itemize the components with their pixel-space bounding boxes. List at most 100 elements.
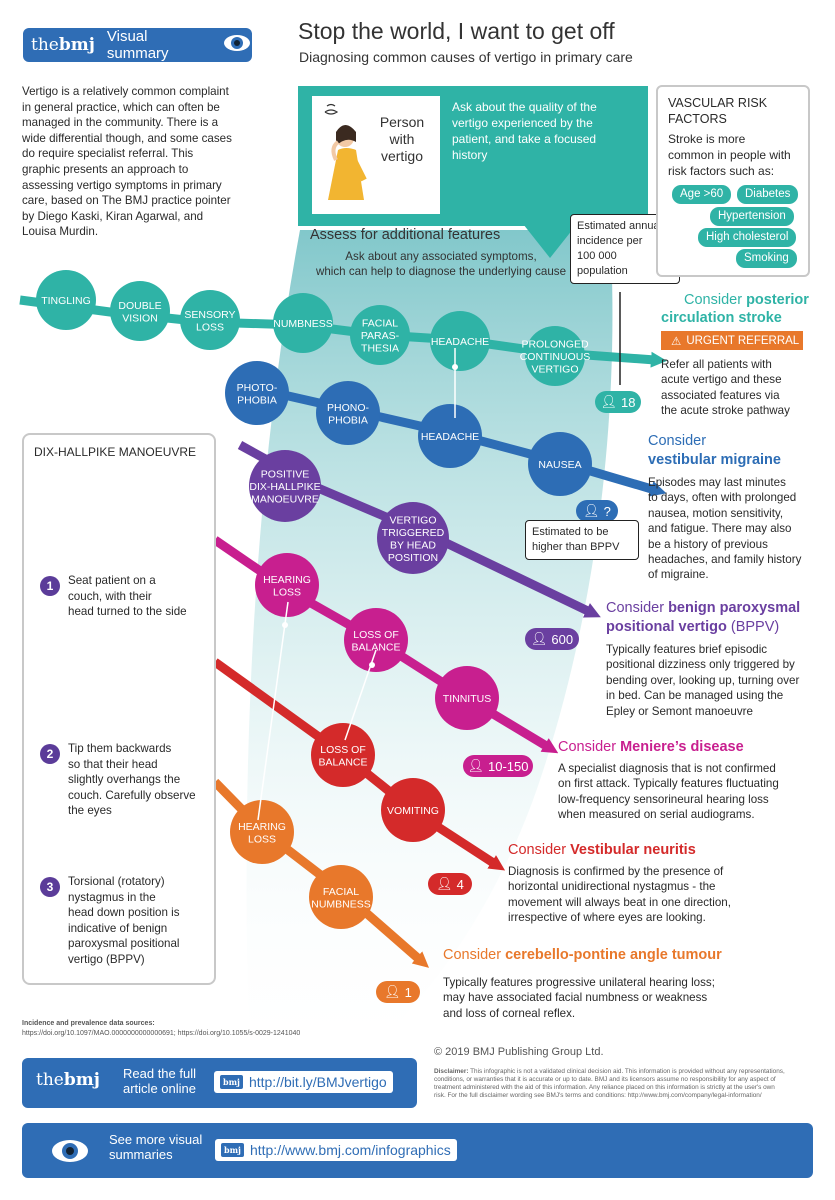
intro-line: graphic presents an approach to (22, 162, 189, 176)
neuritis-symptom-node (381, 778, 445, 842)
meniere-symptom-node (255, 553, 319, 617)
intro-line: assessing vertigo symptoms in primary (22, 178, 222, 192)
vascular-heading: VASCULAR RISK FACTORS (668, 95, 767, 127)
meniere-symptom-label: TINNITUS (443, 693, 491, 705)
cpa-line: Typically features progressive unilatera… (443, 976, 715, 989)
urgent-label: URGENT REFERRAL (686, 334, 800, 347)
dix-step-1: 1 Seat patient on a couch, with their he… (40, 573, 205, 620)
read-line: Read the full (123, 1066, 196, 1081)
stroke-symptom-node (350, 305, 410, 365)
person-icon: 👤︎ (600, 394, 618, 409)
stroke-symptom-node (36, 270, 96, 330)
meniere-line: when measured on serial audiograms. (558, 808, 755, 822)
stroke-line: associated features via (661, 388, 780, 402)
bmj-mini-icon: bmj (221, 1143, 244, 1157)
logo-the: the (36, 1070, 64, 1090)
ask-line: vertigo experienced by the (452, 116, 593, 130)
stroke-text: Refer all patients with acute vertigo an… (661, 357, 821, 419)
infographics-link[interactable]: bmj http://www.bmj.com/infographics (215, 1139, 457, 1161)
risk-pill-smoking: Smoking (736, 249, 797, 268)
neuritis-line: horizontal unidirectional nystagmus - th… (508, 880, 716, 894)
intro-line: managed in the community. There is a (22, 116, 219, 130)
badge-value: 4 (456, 876, 464, 892)
logo-the: the (31, 35, 59, 55)
intro-text: Vertigo is a relatively common complaint… (22, 84, 287, 240)
neuritis-symptom-label: VOMITING (387, 805, 439, 817)
warning-icon: ⚠ (671, 335, 682, 348)
migraine-note-box: Estimated to be higher than BPPV (525, 520, 639, 560)
bppv-incidence-badge: 👤︎600 (525, 628, 579, 650)
cpa-incidence-badge: 👤︎1 (376, 981, 420, 1003)
bppv-line: in bed. Can be managed using the (606, 689, 784, 703)
migraine-line: nausea, motion sensitivity, (648, 506, 784, 520)
cpa-pathway-line (211, 778, 430, 968)
infographics-url[interactable]: http://www.bmj.com/infographics (249, 1142, 451, 1158)
ask-line: history (452, 148, 488, 162)
intro-line: in general practice, which can often be (22, 100, 220, 114)
intro-line: care, based on The BMJ practice pointer (22, 194, 231, 208)
neuritis-incidence-badge: 👤︎4 (428, 873, 472, 895)
cpa-text: Typically features progressive unilatera… (443, 975, 743, 1021)
ask-line: Ask about the quality of the (452, 100, 597, 114)
step-line: indicative of benign (68, 921, 168, 935)
condition-name: benign paroxysmal (668, 600, 801, 616)
migraine-symptom-label: NAUSEA (538, 459, 581, 471)
risk-pill-diabetes: Diabetes (737, 185, 799, 204)
stroke-symptom-node (525, 326, 585, 386)
stroke-line: the acute stroke pathway (661, 404, 790, 418)
estimated-line: 100 000 (577, 250, 617, 262)
connector-dot (452, 364, 458, 370)
migraine-symptom-label: PHOTO-PHOBIA (237, 382, 278, 407)
neuritis-line: irrespective of where eyes are looking. (508, 911, 706, 925)
migraine-symptom-label: HEADACHE (421, 431, 479, 443)
intro-line: Vertigo is a relatively common complaint (22, 85, 229, 98)
stroke-symptom-node (180, 290, 240, 350)
neuritis-line: movement will always beat in one directi… (508, 895, 731, 909)
neuritis-pathway-line (212, 658, 506, 871)
connector-dot (282, 622, 288, 628)
step-line: slightly overhangs the (68, 773, 181, 786)
disclaimer-line: risk. For the full disclaimer wording se… (434, 1092, 762, 1099)
person-icon: 👤︎ (467, 758, 485, 773)
page-subtitle: Diagnosing common causes of vertigo in p… (299, 49, 633, 65)
dix-step-3: 3 Torsional (rotatory) nystagmus in the … (40, 874, 205, 967)
article-link[interactable]: bmj http://bit.ly/BMJvertigo (214, 1071, 393, 1093)
risk-pill-cholesterol: High cholesterol (698, 228, 797, 247)
meniere-line: A specialist diagnosis that is not confi… (558, 762, 776, 775)
meniere-line: low-frequency sensorineural hearing loss (558, 792, 769, 806)
meniere-symptom-node (344, 608, 408, 672)
step-line: Torsional (rotatory) (68, 875, 165, 888)
step-line: Seat patient on a (68, 574, 156, 587)
bmj-logo-bar[interactable]: the bmj Visual summary (23, 28, 252, 62)
migraine-text: Episodes may last minutes to days, often… (648, 475, 823, 583)
read-article-bar[interactable]: thebmj Read the full article online bmj … (22, 1058, 417, 1108)
badge-value: ? (603, 503, 611, 519)
stroke-symptom-node (110, 281, 170, 341)
migraine-incidence-badge: 👤︎? (576, 500, 618, 522)
step-line: nystagmus in the (68, 890, 156, 904)
assess-title: Assess for additional features (310, 227, 501, 243)
article-url[interactable]: http://bit.ly/BMJvertigo (248, 1074, 387, 1090)
more-summaries-bar[interactable]: See more visual summaries bmj http://www… (22, 1123, 813, 1178)
step-text: Tip them backwards so that their head sl… (68, 741, 205, 819)
dix-hallpike-box: DIX-HALLPIKE MANOEUVRE 1 Seat patient on… (22, 433, 216, 985)
intro-line: do require specialist referral. This (22, 147, 194, 161)
consider-prefix: Consider (558, 739, 621, 755)
migraine-symptom-node (316, 381, 380, 445)
meniere-line: on first attack. Typically features fluc… (558, 777, 779, 791)
sources-text[interactable]: https://doi.org/10.1097/MAO.000000000000… (22, 1030, 301, 1037)
urgent-referral-badge: ⚠ URGENT REFERRAL (661, 331, 803, 350)
consider-prefix: Consider (443, 947, 506, 963)
logo-bmj: bmj (58, 35, 95, 55)
estimated-line: population (577, 265, 628, 277)
footer-logo: thebmj (36, 1070, 100, 1090)
cpa-line: and loss of corneal reflex. (443, 1006, 576, 1020)
meniere-incidence-badge: 👤︎10-150 (463, 755, 533, 777)
see-line: See more visual (109, 1132, 203, 1147)
